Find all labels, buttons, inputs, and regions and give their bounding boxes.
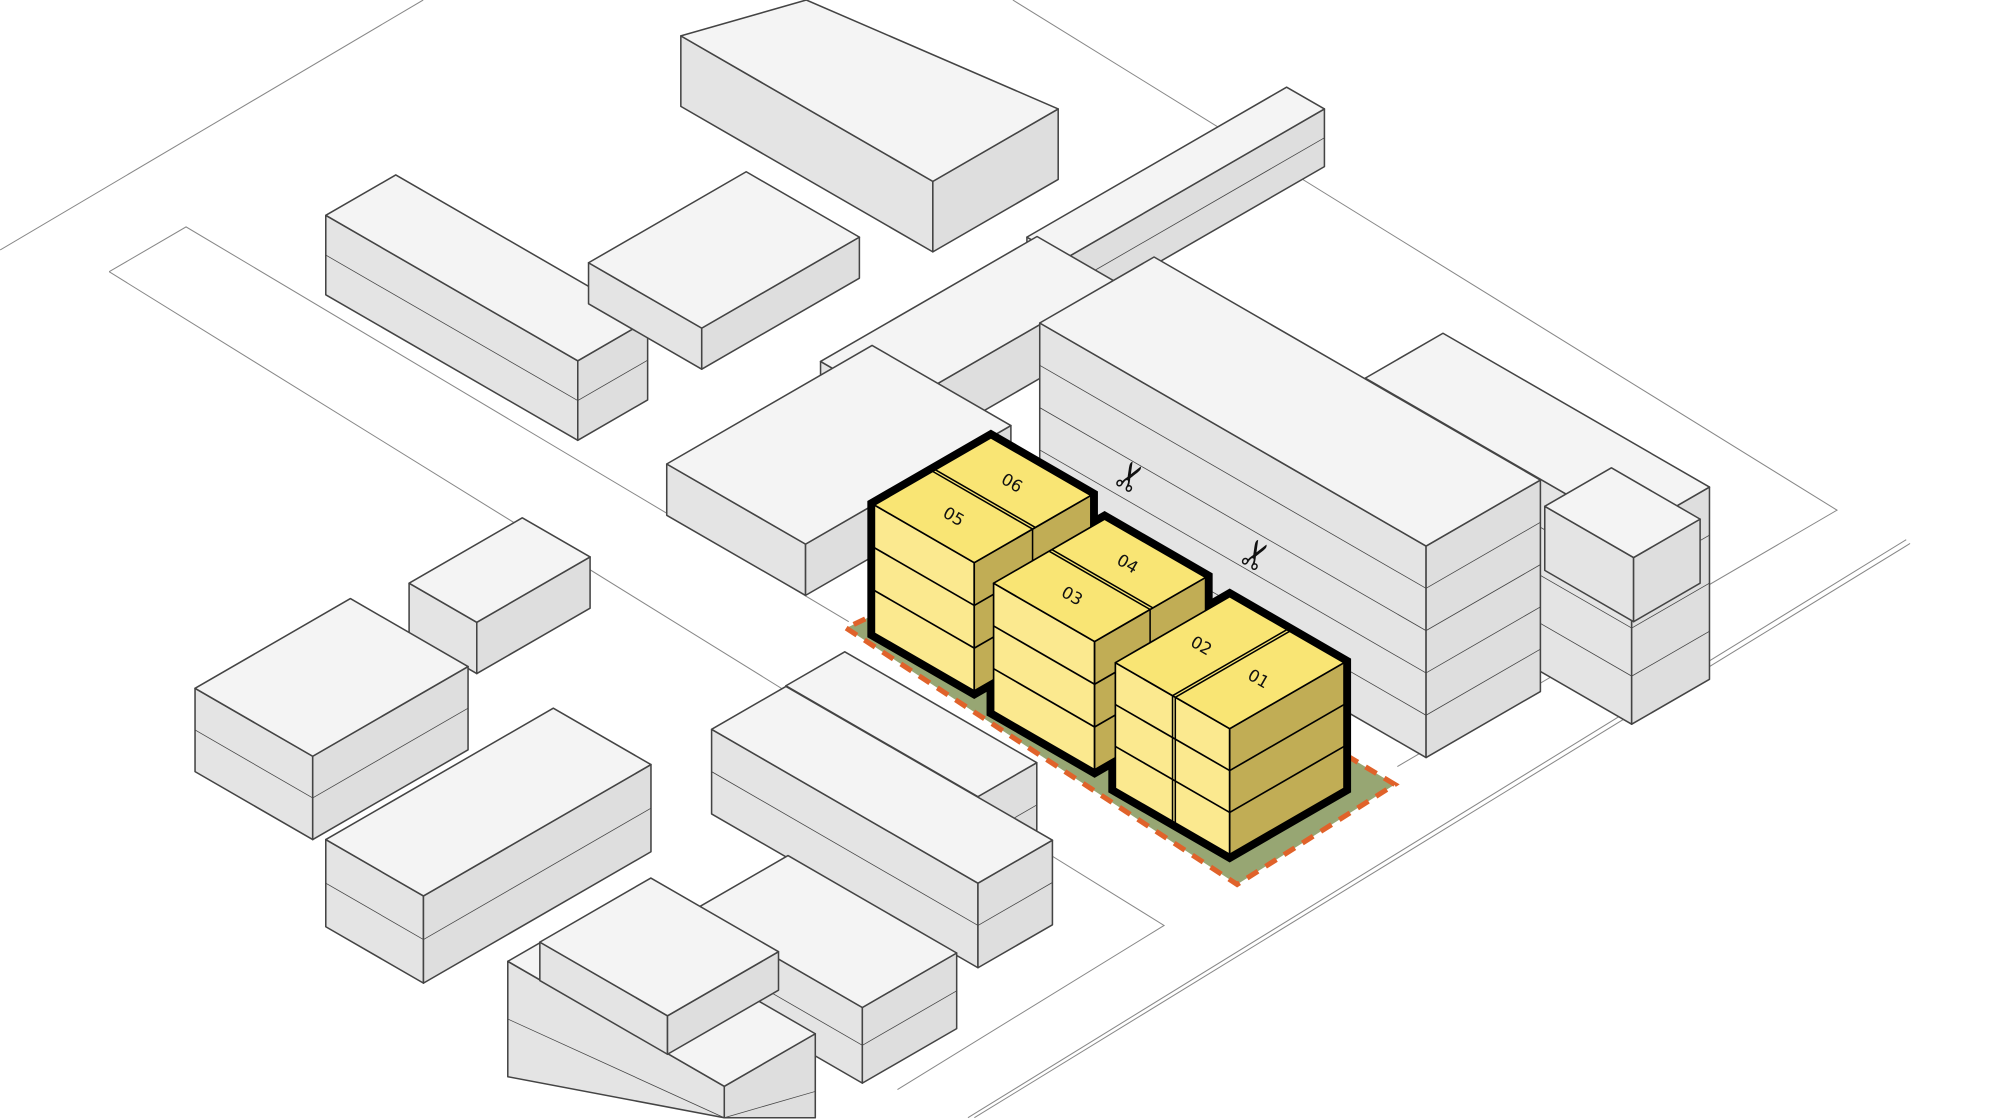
- floor-line: [1631, 630, 1710, 677]
- floor-line: [1425, 564, 1541, 631]
- roof-face: [325, 707, 652, 897]
- parcel-boundary-line: [108, 271, 1166, 1090]
- unit-division-line: [1174, 630, 1291, 698]
- floor-line: [1425, 606, 1541, 674]
- roof-face: [587, 170, 861, 329]
- floor-line: [1631, 582, 1710, 629]
- floor-line: [724, 1091, 816, 1119]
- roof-face: [408, 517, 591, 624]
- floor-line: [993, 667, 1096, 728]
- floor-line: [873, 589, 975, 649]
- context-building-left: [194, 597, 469, 841]
- parcel-boundary-line: [108, 226, 850, 623]
- floor-line: [1039, 364, 1427, 589]
- context-building-small: [408, 517, 591, 675]
- parcel-boundary-line: [0, 0, 424, 251]
- unit-division-line: [932, 470, 1033, 530]
- unit-division-line: [1051, 548, 1154, 609]
- context-building-l-shape: [710, 685, 1054, 969]
- roof-face: [692, 854, 958, 1009]
- floor-line: [1425, 521, 1541, 589]
- unit-division-line: [1172, 629, 1288, 697]
- floor-line: [1064, 137, 1325, 289]
- roof-face: [665, 344, 1012, 545]
- context-building-bottom-upper: [539, 877, 780, 1056]
- floor-line: [993, 625, 1096, 685]
- floor-line: [423, 807, 652, 940]
- context-building-long: [325, 707, 652, 984]
- floor-line: [1039, 449, 1427, 674]
- roof-face: [710, 685, 1054, 884]
- roof-face: [1543, 467, 1701, 559]
- floor-line: [194, 729, 313, 799]
- context-building-barrel-roof: [680, 0, 1059, 253]
- roof-face: [539, 877, 780, 1017]
- floor-line: [862, 990, 957, 1046]
- roof-face: [194, 597, 469, 758]
- parcel-boundary-line: [967, 539, 1907, 1119]
- floor-line: [977, 882, 1053, 926]
- floor-line: [577, 359, 648, 401]
- roof-face: [1038, 256, 1542, 547]
- floor-line: [507, 1018, 725, 1119]
- floor-line: [312, 707, 469, 799]
- roof-face: [680, 0, 1059, 183]
- floor-line: [1039, 407, 1427, 631]
- context-building-hip-roof-small: [587, 170, 861, 370]
- floor-line: [1229, 745, 1345, 814]
- context-building-annex: [1543, 467, 1701, 623]
- floor-line: [325, 254, 578, 401]
- floor-line: [325, 882, 424, 940]
- parcel-boundary-line: [974, 543, 1911, 1119]
- floor-line: [873, 547, 975, 607]
- floor-line: [1425, 648, 1541, 716]
- unit-division-line: [1048, 550, 1151, 611]
- unit-division-line: [935, 469, 1036, 529]
- floor-line: [1229, 703, 1345, 772]
- floor-line: [711, 771, 979, 926]
- context-buildings-front: [194, 517, 1054, 1119]
